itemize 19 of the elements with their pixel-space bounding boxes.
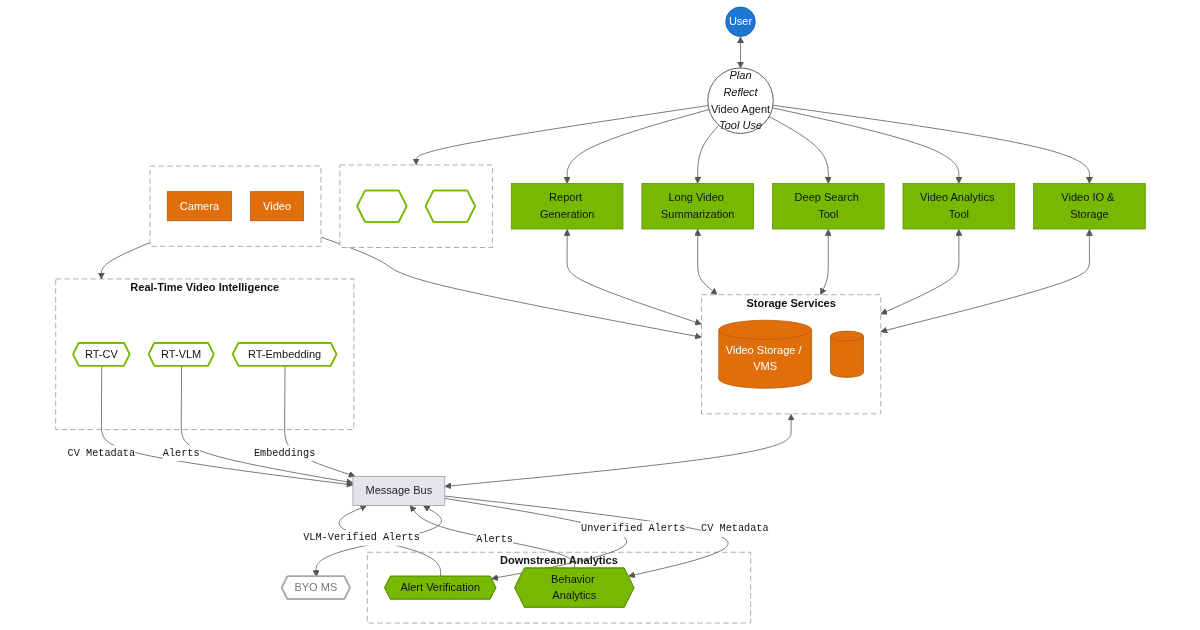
cluster — [149, 165, 321, 247]
edge-label: Unverified Alerts — [580, 522, 685, 535]
node-box: Message Bus — [352, 475, 445, 506]
edge-label: CV Metadata — [67, 446, 135, 459]
edge-label: Embeddings — [253, 446, 315, 459]
edge-label: CV Metadata — [700, 522, 769, 535]
edge-label: Alerts — [162, 446, 200, 459]
node-box: Report Generation — [510, 183, 623, 230]
node-box: Camera — [166, 191, 232, 222]
node-circle: User — [724, 6, 756, 37]
node-box: Deep Search Tool — [771, 183, 885, 230]
node-box: Video Analytics Tool — [902, 183, 1015, 230]
edge-label: Alerts — [475, 533, 513, 546]
edge-label: VLM-Verified Alerts — [302, 531, 420, 544]
node-box: Video — [249, 191, 304, 222]
node-box: Video IO & Storage — [1032, 183, 1146, 230]
node-cylinder — [829, 330, 864, 378]
node-box: Long Video Summarization — [640, 183, 754, 230]
node-circle: Plan Reflect Video Agent Tool Use — [706, 67, 774, 134]
